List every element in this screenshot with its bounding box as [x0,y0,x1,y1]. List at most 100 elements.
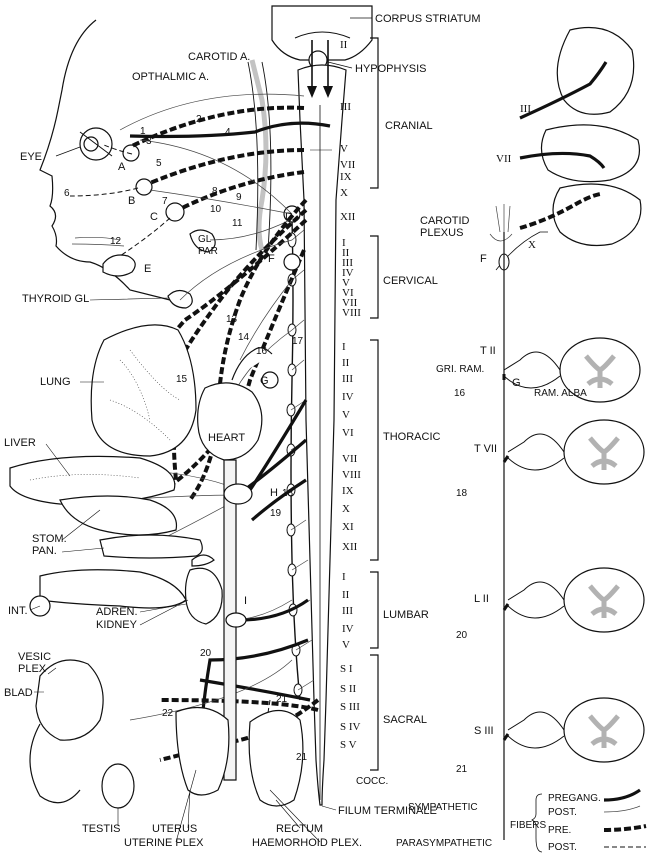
cervical-numeral-8: VIII [342,307,361,319]
otic-ganglion [166,203,184,221]
carotid-plexus [490,204,512,241]
vesic-plex-label-2: PLEX [18,663,47,675]
thyroid-label: THYROID GL [22,293,89,305]
bladder-label: BLAD [4,687,33,699]
eye-label: EYE [20,151,42,163]
lumbar-numeral-3: III [342,605,353,617]
lumbar-numeral-5: V [342,639,350,651]
letter-h: H [270,487,278,499]
seg-SIII: S III [474,725,494,737]
lung-label: LUNG [40,376,71,388]
brain-section-X: X [520,184,641,251]
corpus-striatum-label: CORPUS STRIATUM [375,13,481,25]
cranial-label: CRANIAL [385,120,433,132]
thoracic-numeral-11: XI [342,521,354,533]
thoracic-numeral-10: X [342,503,350,515]
cervical-label: CERVICAL [383,275,438,287]
svg-text:13: 13 [226,314,238,325]
svg-text:12: 12 [110,236,122,247]
svg-text:21: 21 [296,752,308,763]
liver-label: LIVER [4,437,36,449]
lumbar-numeral-1: I [342,571,346,583]
svg-text:19: 19 [270,508,282,519]
svg-text:2: 2 [196,114,202,125]
heart-label: HEART [208,432,245,444]
lumbar-segment-numerals: IIIIIIIVV [342,571,354,651]
lung [91,325,196,456]
seg-TVII: T VII [474,443,497,455]
heart [198,383,262,460]
opthalmic-a-label: OPTHALMIC A. [132,71,209,83]
spinal-cross-sections [504,338,644,762]
ram-alba-label: RAM. ALBA [534,388,587,399]
sacral-numeral-5: S V [340,739,357,751]
celiac-ganglion [224,484,252,504]
par-label: PAR [198,246,218,257]
vesic-plex-label-1: VESIC [18,651,51,663]
rn-X: X [528,239,536,251]
uterus-label: UTERUS [152,823,197,835]
thoracic-numeral-3: III [342,373,353,385]
svg-text:18: 18 [282,488,294,499]
svg-text:9: 9 [236,192,242,203]
legend-sympathetic: SYMPATHETIC [408,802,478,813]
eye [80,128,112,160]
sacral-numeral-1: S I [340,663,353,675]
carotid-plexus-label-1: CAROTID [420,215,470,227]
rectum [249,710,303,806]
svg-text:3: 3 [146,136,152,147]
seg-LII: L II [474,593,489,605]
svg-text:7: 7 [162,196,168,207]
letter-e: E [144,263,151,275]
cranial-numeral-3: V [340,143,348,155]
letter-g: G [260,375,269,387]
rn-VII: VII [496,153,512,165]
sacral-numeral-4: S IV [340,721,361,733]
svg-text:14: 14 [238,332,250,343]
n16-right: 16 [454,388,466,399]
face-profile [40,20,170,300]
uterine-plex-label: UTERINE PLEX [124,837,204,849]
letter-f: F [268,253,275,265]
haemorhoid-plex-label: HAEMORHOID PLEX. [252,837,362,849]
rn-III: III [520,103,531,115]
svg-text:21: 21 [276,694,288,705]
legend-pre: PRE. [548,825,571,836]
n21-right: 21 [456,764,468,775]
seg-TII: T II [480,345,496,357]
svg-text:6: 6 [64,188,70,199]
region-brackets [370,38,378,770]
section-L2 [504,568,644,632]
letter-c: C [150,211,158,223]
stomach-label: STOM. [32,533,67,545]
testis [102,764,134,808]
cranial-numeral-6: X [340,187,348,199]
cocc-label: COCC. [356,776,388,787]
cranial-numeral-1: II [340,39,348,51]
legend: SYMPATHETIC PARASYMPATHETIC FIBERS PREGA… [396,790,646,853]
gl-label: GL [198,234,212,245]
legend-pregang: PREGANG. [548,793,601,804]
section-S3 [504,698,644,762]
uterus [176,708,229,796]
thyroid-gland [168,290,192,308]
section-T7 [504,420,644,484]
n18-right: 18 [456,488,468,499]
thoracic-numeral-4: IV [342,391,354,403]
sacral-label: SACRAL [383,714,427,726]
testis-label: TESTIS [82,823,121,835]
legend-post2: POST. [548,842,577,853]
svg-text:22: 22 [162,708,174,719]
brain-section-III: III [520,28,634,119]
adrenal-label: ADREN. [96,606,138,618]
kidney-label: KIDNEY [96,619,138,631]
thoracic-numeral-12: XII [342,541,358,553]
svg-text:11: 11 [232,218,243,229]
svg-text:5: 5 [156,158,162,169]
sacral-segment-numerals: S IS IIS IIIS IVS V [340,663,361,751]
svg-text:8: 8 [212,186,218,197]
right-panel-labels: T II GRI. RAM. 16 G RAM. ALBA T VII 18 L… [436,345,587,775]
